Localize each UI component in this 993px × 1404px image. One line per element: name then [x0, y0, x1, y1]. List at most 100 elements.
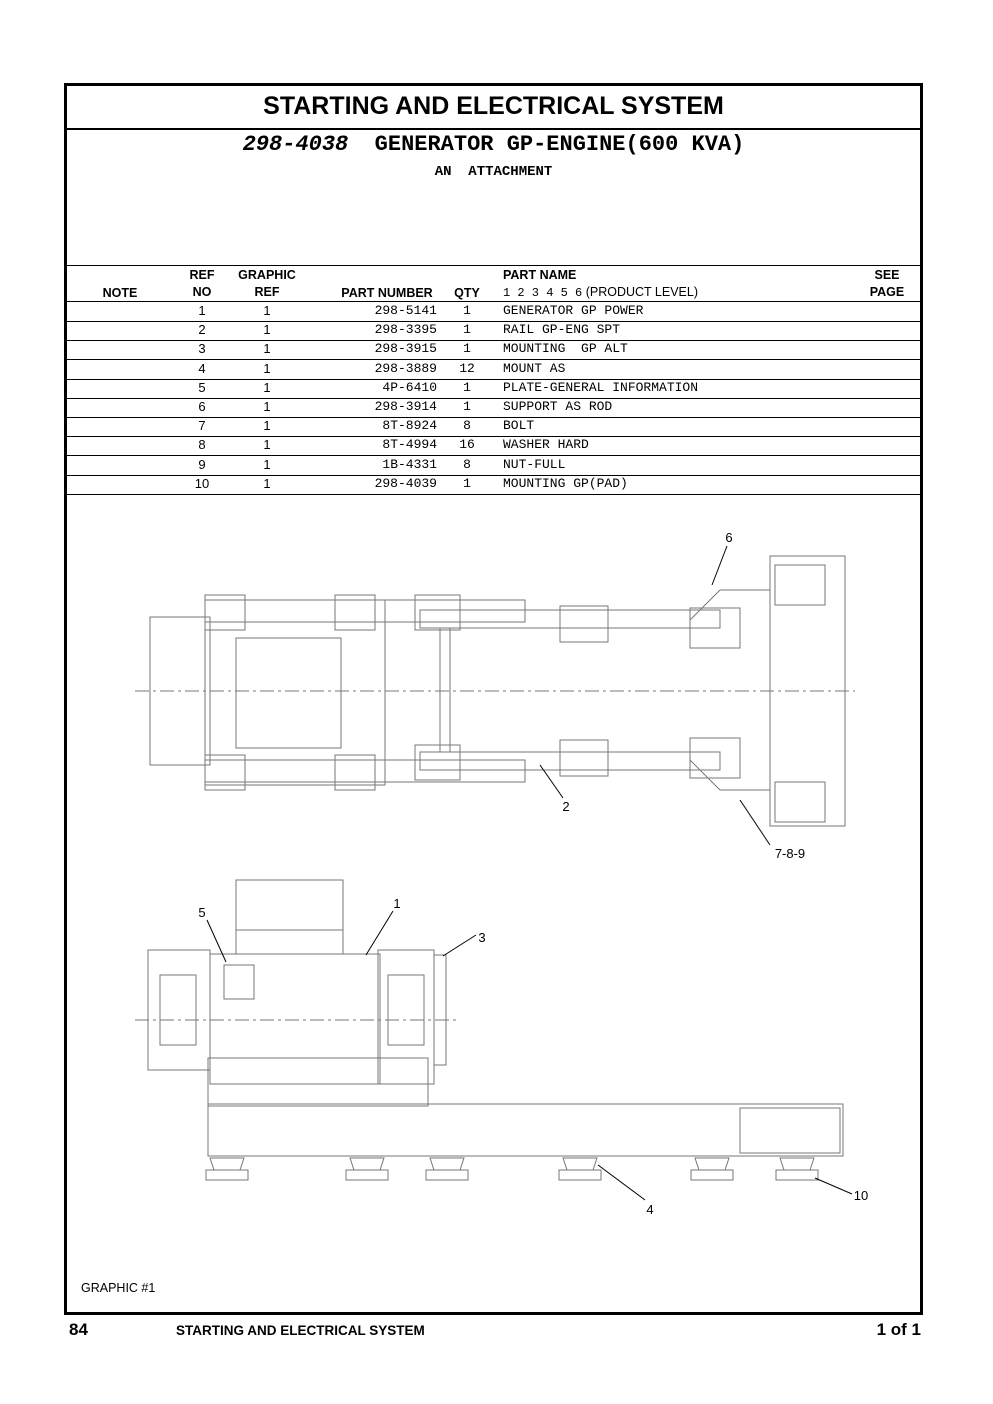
- ref-no-cell: 6: [198, 399, 206, 414]
- col-graphic-header: GRAPHIC REF: [227, 267, 307, 301]
- table-row: 4 1 298-3889 12 MOUNT AS: [67, 360, 920, 380]
- fan-grille: [159, 974, 197, 1046]
- graphic-ref-cell: 1: [263, 303, 271, 318]
- drive-end-grille: [387, 974, 425, 1046]
- rail-top: [204, 599, 526, 623]
- ref-no-cell: 2: [198, 322, 206, 338]
- col-note-header: NOTE: [102, 286, 138, 300]
- pad-mount-lower: [774, 781, 826, 823]
- side-view: [135, 879, 844, 1181]
- support-rod-upper: [689, 589, 771, 621]
- qty-cell: 12: [459, 360, 475, 376]
- part-number-cell: 8T-4994: [382, 437, 437, 453]
- part-number-cell: 298-5141: [374, 303, 437, 318]
- group-description: GENERATOR GP-ENGINE(600 KVA): [374, 132, 745, 157]
- base-rail-side: [207, 1103, 844, 1157]
- graphic-label: GRAPHIC #1: [81, 1281, 156, 1295]
- frame-rail-lower: [419, 751, 721, 771]
- callout-1: 1: [393, 896, 400, 911]
- qty-cell: 1: [463, 475, 471, 491]
- rail-bottom: [204, 759, 526, 783]
- callout-10: 10: [854, 1188, 868, 1203]
- graphic-ref-cell: 1: [263, 418, 271, 434]
- qty-cell: 16: [459, 437, 475, 453]
- graphic-ref-cell: 1: [263, 475, 271, 491]
- part-number-cell: 8T-8924: [382, 418, 437, 434]
- col-ref-header: REF NO: [177, 267, 227, 301]
- part-number-cell: 298-3889: [374, 360, 437, 376]
- part-name-cell: RAIL GP-ENG SPT: [503, 322, 621, 338]
- callout-6: 6: [725, 530, 732, 545]
- pad-mount-upper: [774, 564, 826, 606]
- alt-mounting: [433, 954, 447, 1066]
- leader-2: [539, 764, 564, 799]
- group-title: 298-4038 GENERATOR GP-ENGINE(600 KVA): [67, 132, 920, 157]
- graphic-ref-cell: 1: [263, 379, 271, 395]
- corner-mount-bm: [334, 754, 376, 791]
- ref-no-cell: 4: [198, 360, 206, 376]
- col-part-name-header: PART NAME 1 2 3 4 5 6 (PRODUCT LEVEL): [503, 267, 803, 302]
- mount-pad-top: [559, 605, 609, 643]
- col-part-number-header: PART NUMBER: [341, 286, 433, 300]
- generator-drive-end: [377, 949, 435, 1085]
- ref-no-cell: 8: [198, 437, 206, 453]
- frame-rail-upper: [419, 609, 721, 629]
- graphic-ref-cell: 1: [263, 360, 271, 376]
- corner-mount-bl: [204, 754, 246, 791]
- part-name-cell: BOLT: [503, 418, 535, 434]
- graphic-ref-cell: 1: [263, 341, 271, 357]
- corner-mount-br: [414, 744, 461, 781]
- col-ref-header-line2: NO: [192, 285, 212, 299]
- qty-cell: 8: [463, 456, 471, 472]
- ref-no-cell: 10: [194, 475, 210, 491]
- ref-no-cell: 7: [198, 418, 206, 434]
- table-header-rule: [67, 301, 920, 302]
- callout-2: 2: [562, 799, 569, 814]
- part-number-cell: 298-3914: [374, 399, 437, 414]
- callout-3: 3: [478, 930, 485, 945]
- terminal-box: [235, 879, 344, 955]
- info-plate: [223, 964, 255, 1000]
- part-number-cell: 4P-6410: [382, 379, 437, 395]
- leader-lines: [206, 545, 853, 1201]
- callout-4: 4: [646, 1202, 653, 1217]
- part-name-cell: MOUNT AS: [503, 360, 566, 376]
- col-ref-header-line1: REF: [189, 268, 215, 282]
- page-frame: STARTING AND ELECTRICAL SYSTEM 298-4038 …: [64, 83, 923, 1315]
- leader-10: [814, 1177, 853, 1195]
- part-name-cell: GENERATOR GP POWER: [503, 303, 644, 318]
- part-name-cell: MOUNTING GP ALT: [503, 341, 628, 357]
- product-level-label: (PRODUCT LEVEL): [585, 285, 698, 299]
- part-name-cell: WASHER HARD: [503, 437, 589, 453]
- leader-789: [739, 799, 771, 846]
- leader-1: [365, 910, 394, 956]
- generator-frame-window: [235, 637, 342, 749]
- part-name-cell: NUT-FULL: [503, 456, 566, 472]
- attachment-label: AN ATTACHMENT: [434, 164, 553, 180]
- leader-5: [206, 919, 227, 963]
- callout-5: 5: [198, 905, 205, 920]
- product-level-digits: 1 2 3 4 5 6: [503, 286, 583, 300]
- generator-housing: [209, 953, 381, 1085]
- corner-mount-tl: [204, 594, 246, 631]
- qty-cell: 1: [463, 341, 471, 357]
- qty-cell: 8: [463, 418, 471, 434]
- ref-no-cell: 1: [198, 303, 206, 318]
- corner-mount-tm: [334, 594, 376, 631]
- leader-3: [442, 934, 477, 957]
- section-title: STARTING AND ELECTRICAL SYSTEM: [67, 86, 920, 130]
- graphic-ref-cell: 1: [263, 456, 271, 472]
- footer-page-of: 1 of 1: [876, 1320, 921, 1339]
- support-bracket-upper: [689, 607, 741, 649]
- ref-no-cell: 9: [198, 456, 206, 472]
- part-name-cell: SUPPORT AS ROD: [503, 399, 613, 414]
- footer-page-number: 84: [69, 1320, 88, 1339]
- graphic-ref-cell: 1: [263, 399, 271, 414]
